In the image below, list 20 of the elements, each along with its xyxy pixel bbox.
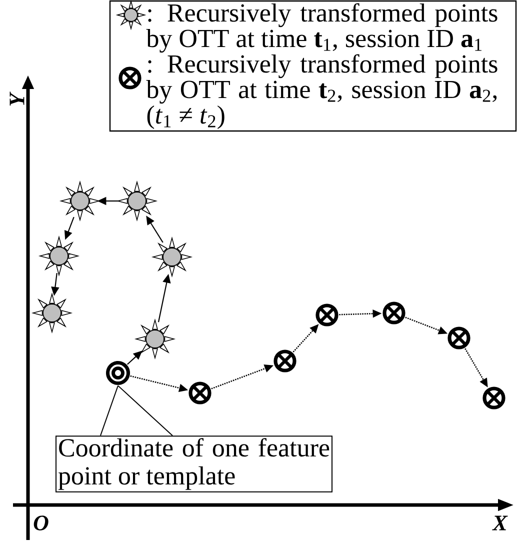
- star-marker: [31, 292, 73, 334]
- axis-label: X: [492, 516, 508, 530]
- star-marker: [38, 235, 80, 277]
- crossed-circle-marker: [382, 302, 406, 324]
- axis-label: Y: [10, 92, 24, 106]
- legend-text: : Recursively transformed points by OTT at time t$_{2}$, session ID a$_{2}$, (t$_{1}$ ≠ t$_{2}$): [146, 54, 498, 130]
- crossed-circle-marker: [448, 326, 470, 350]
- star-marker: [116, 180, 158, 222]
- crossed-circle-marker: [274, 350, 296, 372]
- star-marker: [151, 236, 193, 278]
- crossed-circle-marker: [482, 386, 506, 410]
- ring-marker: [106, 361, 130, 385]
- leader-line: [100, 385, 173, 436]
- star-marker: [59, 180, 101, 222]
- legend-text: : Recursively transformed points by OTT at time t$_{1}$, session ID a$_{1}$: [146, 3, 498, 53]
- crossed-circle-marker: [316, 304, 338, 326]
- callout-box: Coordinate of one feature point or template: [56, 436, 332, 492]
- axis-label: O: [34, 516, 48, 530]
- crossed-circle-marker: [188, 382, 212, 404]
- star-marker: [134, 318, 176, 360]
